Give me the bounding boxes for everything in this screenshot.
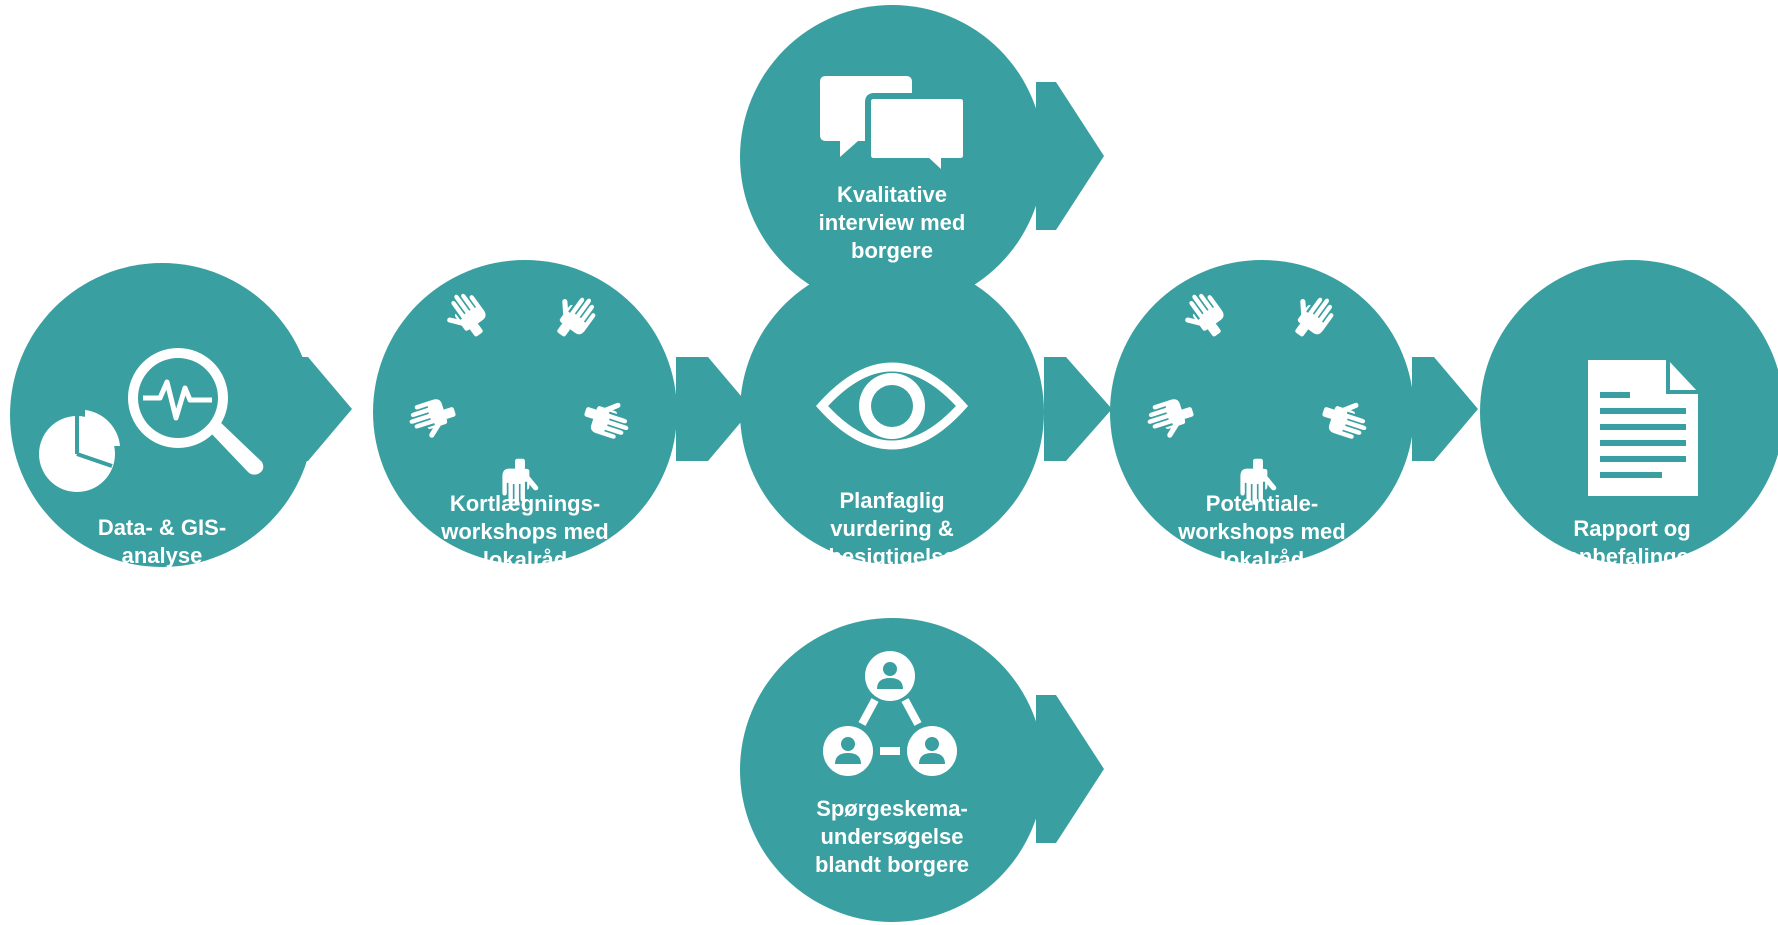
node-label-rapport: Rapport og anbefalinger: [1566, 516, 1698, 569]
node-label-planfaglig: Planfaglig vurdering & besigtigelse: [828, 488, 956, 569]
eye-icon: [815, 362, 969, 450]
magnifier-pulse-icon: [128, 348, 264, 475]
node-circle: [10, 263, 314, 567]
node-rapport: [1480, 260, 1778, 564]
node-label-spoergeskema: Spørgeskema- undersøgelse blandt borgere: [814, 796, 969, 877]
arrow-shape: [1036, 82, 1104, 230]
node-kortlaegning: [373, 260, 752, 564]
node-circle: [373, 260, 677, 564]
node-planfaglig: [740, 260, 1112, 564]
node-circle: [1110, 260, 1414, 564]
node-label-potentiale: Potentiale- workshops med lokalråd: [1178, 491, 1346, 572]
speech-bubbles-icon: [820, 76, 969, 183]
node-kvalitative: [740, 5, 1104, 309]
arrow-shape: [1036, 695, 1104, 843]
arrow-shape: [676, 357, 752, 461]
node-data-gis: [10, 263, 352, 567]
arrow-shape: [1044, 357, 1112, 461]
node-label-kortlaegning: Kortlægnings- workshops med lokalråd: [441, 491, 609, 572]
node-circle: [740, 618, 1044, 922]
arrow-shape: [1412, 357, 1478, 461]
node-label-data-gis: Data- & GIS- analyse: [97, 515, 227, 568]
node-potentiale: [1110, 260, 1478, 564]
document-icon: [1588, 360, 1698, 496]
people-network-icon: [823, 651, 957, 776]
pie-chart-icon: [39, 410, 120, 492]
node-label-kvalitative: Kvalitative interview med borgere: [818, 182, 966, 263]
node-spoergeskema: [740, 618, 1104, 922]
